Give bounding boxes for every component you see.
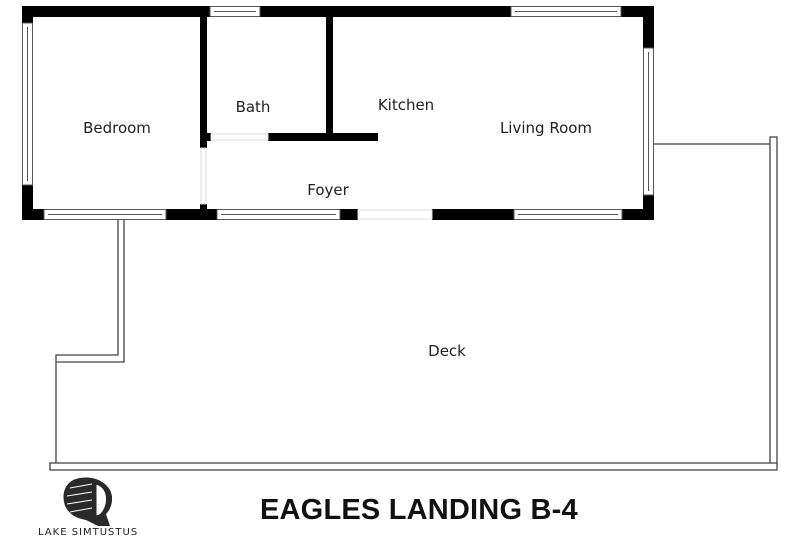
room-label-living-room: Living Room	[499, 119, 593, 137]
doors	[200, 133, 433, 220]
deck-outline	[49, 136, 778, 471]
lake-simtustus-logo	[63, 477, 113, 526]
exterior-walls	[22, 6, 654, 220]
room-label-bath: Bath	[235, 98, 271, 116]
plan-title: EAGLES LANDING B-4	[260, 494, 578, 526]
room-label-bedroom: Bedroom	[83, 119, 151, 137]
room-label-foyer: Foyer	[307, 181, 349, 199]
bedroom-door	[200, 147, 207, 205]
logo-text: LAKE SIMTUSTUS	[38, 527, 139, 538]
bath-door	[210, 133, 269, 141]
entry-door	[357, 209, 433, 220]
windows	[22, 6, 654, 220]
room-label-kitchen: Kitchen	[377, 96, 435, 114]
room-label-deck: Deck	[428, 342, 466, 360]
interior-walls	[200, 17, 378, 210]
